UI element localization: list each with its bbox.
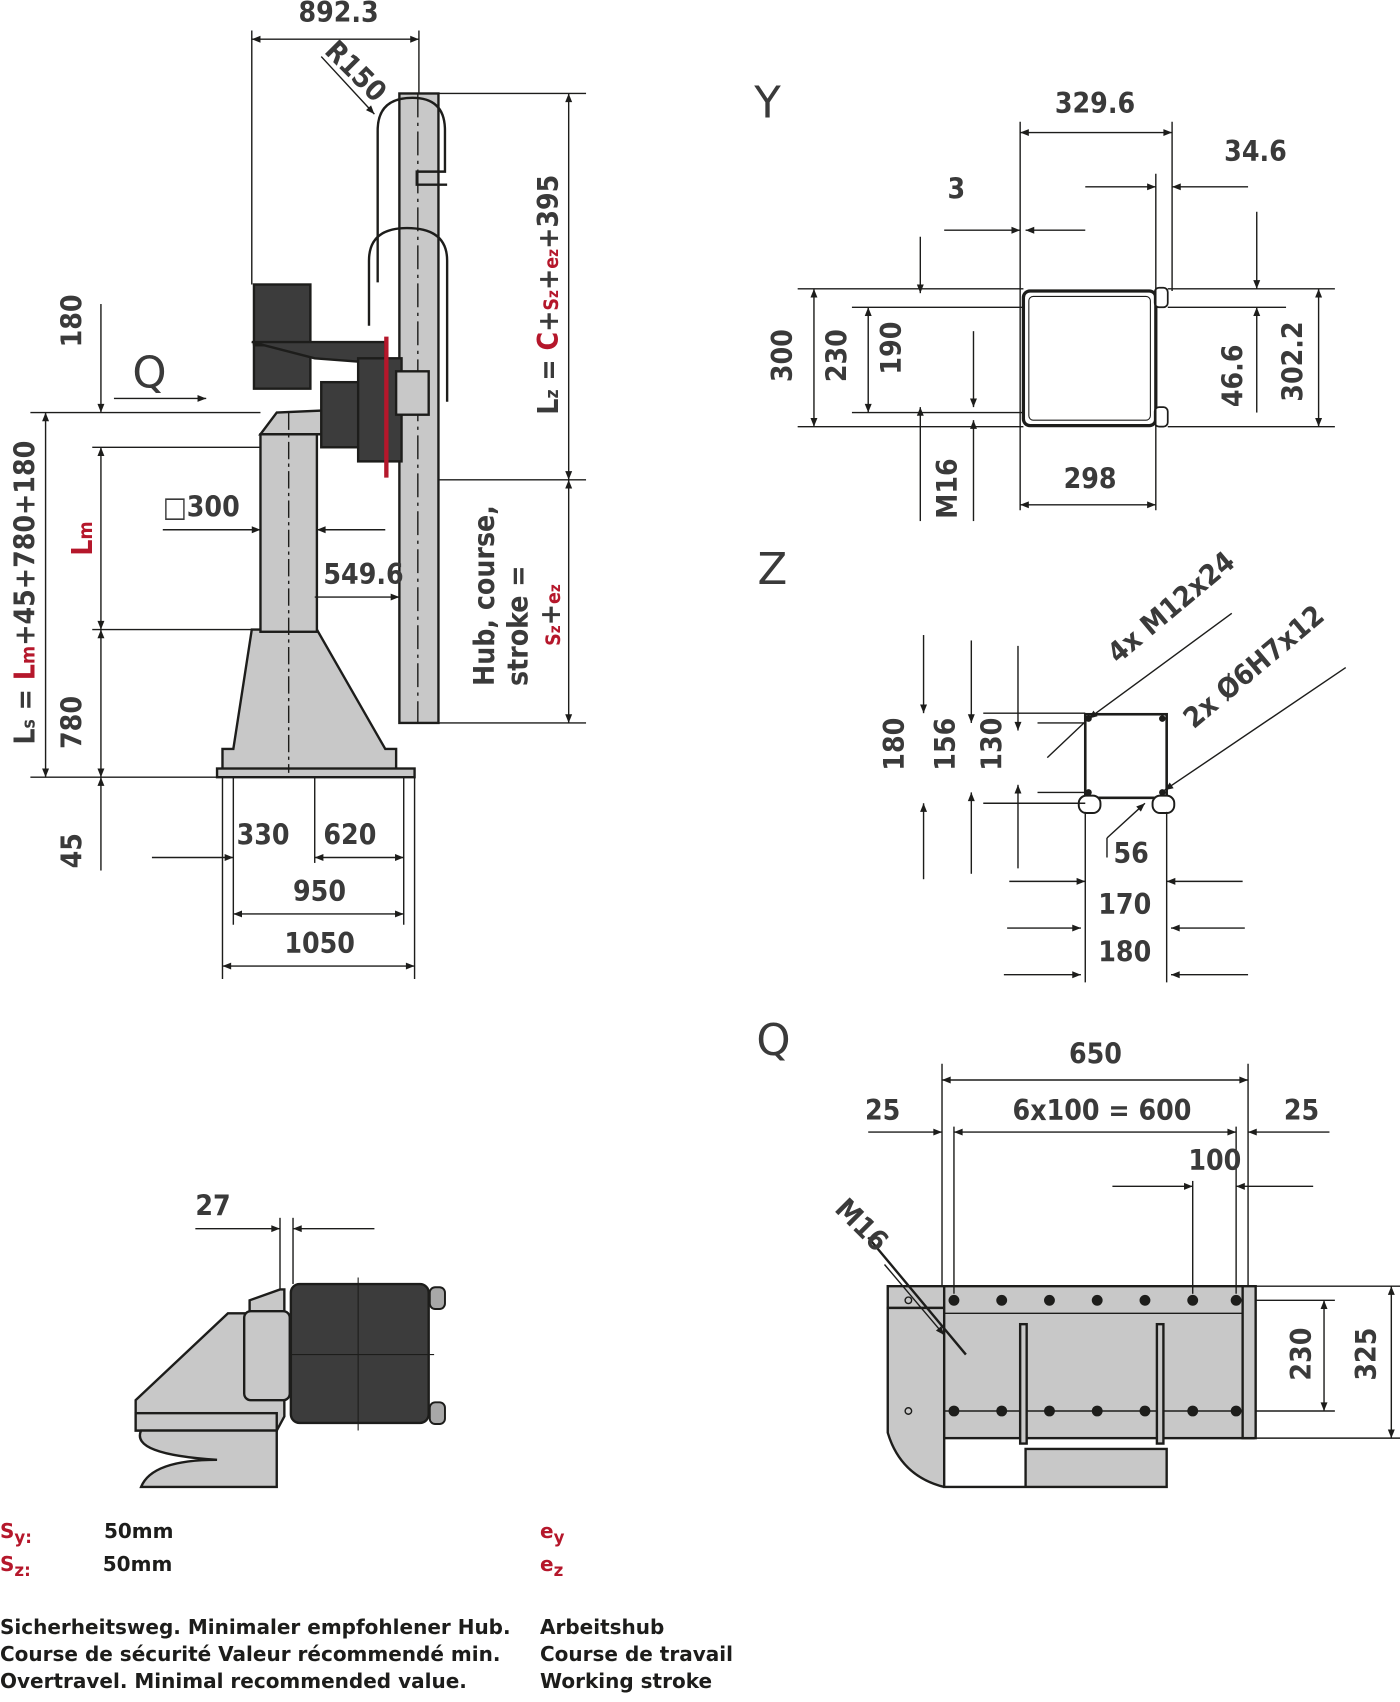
z-view-title: Z — [758, 545, 788, 595]
energy-chain-top — [376, 96, 448, 283]
legend-working-symbols: ey ez — [540, 1519, 565, 1580]
legend-working-description: Arbeitshub Course de travail Working str… — [540, 1614, 733, 1695]
dim-950: 950 — [293, 875, 346, 908]
dim-329-6: 329.6 — [1055, 87, 1135, 120]
pin-2x-d6: 2x Ø6H7x12 — [1177, 599, 1330, 735]
dim-square-300: □300 — [163, 491, 240, 524]
q-thread-m16: M16 — [829, 1192, 895, 1258]
legend-sz-value: 50mm — [102, 1552, 173, 1576]
foot-plate — [215, 767, 416, 779]
pedestal-base — [221, 628, 398, 775]
dim-r150: R150 — [318, 34, 393, 109]
legend-safety-values: Sy:50mm Sz:50mm — [0, 1518, 173, 1584]
dim-1050: 1050 — [284, 927, 355, 960]
safety-desc-en: Overtravel. Minimal recommended value. — [0, 1669, 467, 1693]
stroke-formula: Sz+ez — [534, 584, 567, 646]
y-view: Y 329.6 34.6 3 300 230 190 M16 — [753, 78, 1335, 522]
dim-780: 780 — [55, 696, 88, 749]
dim-298: 298 — [1064, 463, 1117, 496]
dim-pitch-6x100: 6x100 = 600 — [1013, 1094, 1192, 1127]
y-profile — [1021, 289, 1158, 428]
side-view: 892.3 R150 Lz = C+Sz+ez+395 Hub, course,… — [9, 0, 587, 980]
dim-right-25: 25 — [1284, 1094, 1319, 1127]
dim-q-325: 325 — [1350, 1328, 1383, 1381]
y-motor — [252, 283, 312, 346]
lm-label: Lm — [66, 521, 99, 555]
dim-100: 100 — [1188, 1144, 1241, 1177]
thread-m16: M16 — [931, 458, 964, 519]
dim-46-6: 46.6 — [1217, 345, 1250, 408]
q-beam — [886, 1285, 946, 1310]
dim-330: 330 — [237, 818, 290, 851]
legend-ez: e — [540, 1552, 554, 1576]
working-desc-en: Working stroke — [540, 1669, 713, 1693]
dim-q-230: 230 — [1285, 1328, 1318, 1381]
legend-row-sy: Sy:50mm — [0, 1519, 174, 1547]
dim-190: 190 — [875, 322, 908, 375]
dim-620: 620 — [323, 818, 376, 851]
dim-z-180-w: 180 — [1098, 936, 1151, 969]
legend-ey: e — [540, 1519, 554, 1543]
working-desc-fr: Course de travail — [540, 1642, 733, 1666]
dim-z-56: 56 — [1113, 837, 1148, 870]
ls-formula: Ls = Lm+45+780+180 — [9, 441, 42, 745]
dim-27: 27 — [195, 1190, 230, 1223]
dim-892-3: 892.3 — [298, 0, 378, 29]
view-q-marker: Q — [132, 349, 166, 399]
q-holes-top — [948, 1294, 1242, 1306]
stroke-label-1: Hub, course, — [468, 505, 501, 686]
dim-left-25: 25 — [865, 1094, 900, 1127]
stroke-label-2: stroke = — [501, 565, 534, 686]
thread-4x-m12: 4x M12x24 — [1101, 545, 1241, 670]
dim-549-6: 549.6 — [323, 558, 403, 591]
y-view-title: Y — [753, 78, 781, 128]
carriage-block — [356, 357, 403, 463]
dim-230: 230 — [821, 329, 854, 382]
q-view: Q 650 25 6x100 = — [756, 1016, 1400, 1489]
z-view: Z 4x M12x24 2x Ø6H7x12 180 156 130 56 17… — [758, 545, 1347, 983]
working-desc-de: Arbeitshub — [540, 1615, 665, 1639]
safety-desc-fr: Course de sécurité Valeur récommendé min… — [0, 1642, 501, 1666]
q-holes-bottom — [948, 1405, 1242, 1417]
energy-chain-lower — [367, 226, 449, 402]
dim-300: 300 — [766, 329, 799, 382]
dim-650: 650 — [1069, 1038, 1122, 1071]
dim-z-130: 130 — [976, 718, 1009, 771]
safety-desc-de: Sicherheitsweg. Minimaler empfohlener Hu… — [0, 1615, 511, 1639]
dim-z-170: 170 — [1098, 888, 1151, 921]
legend-row-sz: Sz:50mm — [0, 1552, 173, 1580]
slider-block — [394, 370, 430, 416]
detail-slide — [242, 1309, 291, 1402]
detail-view: 27 — [134, 1190, 446, 1489]
dim-z-180: 180 — [878, 718, 911, 771]
dim-34-6: 34.6 — [1224, 135, 1287, 168]
column-cap — [258, 409, 327, 436]
z-profile — [1083, 712, 1168, 800]
lz-formula: Lz = C+Sz+ez+395 — [532, 175, 565, 415]
legend-safety-description: Sicherheitsweg. Minimaler empfohlener Hu… — [0, 1614, 511, 1695]
dim-3: 3 — [947, 173, 965, 206]
dim-z-156: 156 — [929, 718, 962, 771]
dim-180: 180 — [55, 294, 88, 347]
q-view-title: Q — [756, 1016, 790, 1066]
detail-motor — [289, 1282, 430, 1425]
legend-sy-value: 50mm — [103, 1519, 174, 1543]
dim-45: 45 — [55, 833, 88, 868]
dim-302-2: 302.2 — [1276, 321, 1309, 401]
